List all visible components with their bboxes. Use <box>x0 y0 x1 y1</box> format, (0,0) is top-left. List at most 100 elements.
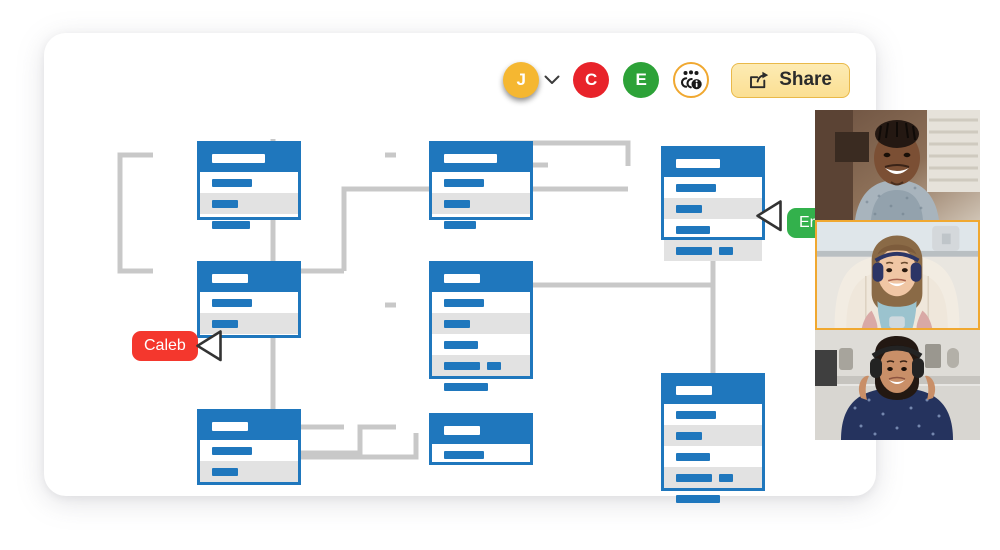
share-button[interactable]: Share <box>731 62 850 98</box>
entity-card-bottom-right-field-placeholder <box>676 473 712 482</box>
entity-card-bottom-right-field-placeholder <box>676 431 702 440</box>
entity-card-top-center-field-placeholder <box>444 220 476 229</box>
whiteboard-panel[interactable]: J C E <box>44 33 876 503</box>
entity-card-top-center[interactable] <box>429 141 533 229</box>
entity-card-top-left[interactable] <box>197 141 301 229</box>
entity-card-bottom-right-field-placeholder <box>676 410 716 419</box>
entity-card-top-left-title-placeholder <box>212 153 265 163</box>
entity-card-mid-center-field-placeholder <box>444 340 478 349</box>
entity-card-bottom-center-body <box>432 444 530 465</box>
entity-card-mid-center-header <box>432 264 530 292</box>
entity-card-mid-center-field-placeholder <box>444 361 480 370</box>
video-tile-3[interactable] <box>815 330 980 440</box>
entity-card-top-right-row[interactable] <box>664 240 762 261</box>
entity-card-top-right-field-placeholder <box>676 183 716 192</box>
entity-card-bottom-left-header <box>200 412 298 440</box>
entity-card-bottom-right-row[interactable] <box>664 467 762 488</box>
entity-card-bottom-center-field-placeholder <box>444 450 484 459</box>
entity-card-top-right-title-placeholder <box>676 158 720 168</box>
entity-card-top-left-row[interactable] <box>200 172 298 193</box>
entity-card-mid-left-field-placeholder <box>212 298 252 307</box>
entity-card-mid-left-header <box>200 264 298 292</box>
entity-card-top-center-row[interactable] <box>432 172 530 193</box>
entity-card-mid-left-body <box>200 292 298 334</box>
entity-card-mid-center-row[interactable] <box>432 334 530 355</box>
entity-card-mid-center-field-placeholder <box>444 319 470 328</box>
entity-card-mid-center[interactable] <box>429 261 533 391</box>
entity-card-top-right-row[interactable] <box>664 177 762 198</box>
entity-card-mid-center-field-placeholder <box>487 361 501 370</box>
avatar-self[interactable]: J <box>503 62 540 98</box>
entity-card-bottom-left-body <box>200 440 298 482</box>
entity-card-bottom-right-row[interactable] <box>664 425 762 446</box>
entity-card-bottom-right-row[interactable] <box>664 446 762 467</box>
entity-card-bottom-right-field-placeholder <box>676 452 710 461</box>
entity-card-top-center-title-placeholder <box>444 153 497 163</box>
entity-card-bottom-left[interactable] <box>197 409 301 485</box>
entity-card-top-center-row[interactable] <box>432 193 530 214</box>
entity-card-top-right-field-placeholder <box>676 225 710 234</box>
entity-card-bottom-left-row[interactable] <box>200 461 298 482</box>
entity-card-top-right[interactable] <box>661 146 765 261</box>
entity-card-mid-center-row[interactable] <box>432 292 530 313</box>
entity-card-bottom-left-title-placeholder <box>212 421 248 431</box>
video-tile-2[interactable] <box>815 220 980 330</box>
chevron-down-icon[interactable] <box>541 62 563 98</box>
entity-card-top-right-body <box>664 177 762 261</box>
avatar-participant-c[interactable]: C <box>573 62 610 98</box>
entity-card-bottom-right-body <box>664 404 762 509</box>
entity-card-mid-center-row[interactable] <box>432 313 530 334</box>
entity-card-mid-left[interactable] <box>197 261 301 338</box>
entity-card-top-left-row[interactable] <box>200 193 298 214</box>
entity-card-bottom-center-row[interactable] <box>432 444 530 465</box>
entity-card-bottom-center-header <box>432 416 530 444</box>
collaboration-toolbar[interactable]: J C E <box>503 58 850 102</box>
entity-card-top-right-field-placeholder <box>676 246 712 255</box>
avatar-participant-e[interactable]: E <box>623 62 660 98</box>
entity-card-top-left-row[interactable] <box>200 214 298 235</box>
entity-card-top-center-field-placeholder <box>444 199 470 208</box>
entity-card-bottom-right[interactable] <box>661 373 765 503</box>
entity-card-bottom-left-field-placeholder <box>212 446 252 455</box>
entity-card-mid-center-field-placeholder <box>444 298 484 307</box>
entity-card-mid-center-field-placeholder <box>444 382 488 391</box>
entity-card-bottom-right-field-placeholder <box>719 473 733 482</box>
entity-card-top-center-field-placeholder <box>444 178 484 187</box>
group-people-info-icon[interactable] <box>673 62 710 98</box>
entity-card-bottom-right-row[interactable] <box>664 404 762 425</box>
entity-card-mid-left-field-placeholder <box>212 319 238 328</box>
entity-card-top-center-body <box>432 172 530 235</box>
cursor-caleb-pointer <box>194 329 224 368</box>
entity-card-mid-center-row[interactable] <box>432 376 530 397</box>
entity-card-mid-center-row[interactable] <box>432 355 530 376</box>
entity-card-top-right-row[interactable] <box>664 198 762 219</box>
entity-card-bottom-right-row[interactable] <box>664 488 762 509</box>
avatar-participant-e-initial: E <box>635 70 647 89</box>
avatar-self-initial: J <box>516 70 526 89</box>
cursor-emily-pointer <box>754 199 784 238</box>
entity-card-bottom-right-title-placeholder <box>676 385 712 395</box>
entity-card-top-left-header <box>200 144 298 172</box>
entity-card-top-left-field-placeholder <box>212 199 238 208</box>
video-participant-strip[interactable] <box>815 110 980 440</box>
video-tile-1[interactable] <box>815 110 980 220</box>
entity-card-mid-center-body <box>432 292 530 397</box>
share-button-label: Share <box>779 69 832 90</box>
entity-card-top-left-field-placeholder <box>212 178 252 187</box>
entity-card-top-center-row[interactable] <box>432 214 530 235</box>
share-arrow-icon <box>749 70 770 90</box>
entity-card-mid-left-row[interactable] <box>200 292 298 313</box>
entity-card-mid-left-title-placeholder <box>212 273 248 283</box>
entity-card-top-left-field-placeholder <box>212 220 250 229</box>
entity-card-top-center-header <box>432 144 530 172</box>
entity-card-bottom-left-field-placeholder <box>212 467 238 476</box>
entity-card-mid-center-title-placeholder <box>444 273 480 283</box>
entity-card-bottom-right-field-placeholder <box>676 494 720 503</box>
entity-card-bottom-right-header <box>664 376 762 404</box>
entity-card-top-left-body <box>200 172 298 235</box>
entity-card-top-right-row[interactable] <box>664 219 762 240</box>
entity-card-bottom-center[interactable] <box>429 413 533 465</box>
entity-card-bottom-center-title-placeholder <box>444 425 480 435</box>
entity-card-mid-left-row[interactable] <box>200 313 298 334</box>
entity-card-bottom-left-row[interactable] <box>200 440 298 461</box>
